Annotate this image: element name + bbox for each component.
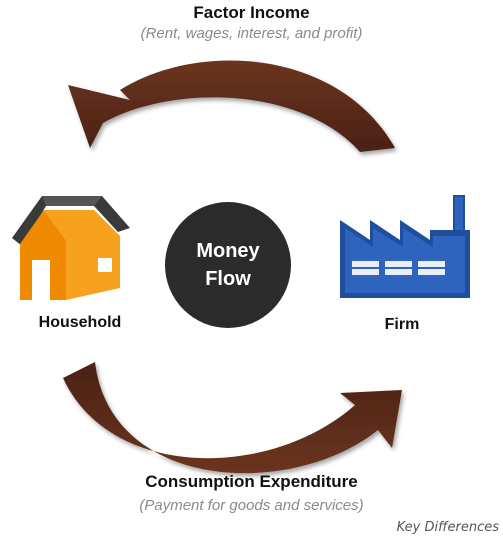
factor-income-subtitle: (Rent, wages, interest, and profit): [140, 25, 363, 42]
consumption-expenditure-subtitle: (Payment for goods and services): [139, 497, 364, 514]
consumption-expenditure-arrow: [63, 362, 402, 474]
money-flow-circle: Money Flow: [165, 202, 291, 328]
money-flow-line2: Flow: [205, 268, 251, 290]
consumption-expenditure-title: Consumption Expenditure: [145, 472, 358, 491]
factory-icon: [340, 195, 470, 298]
household-label: Household: [38, 314, 122, 331]
firm-label: Firm: [384, 316, 420, 333]
factor-income-title: Factor Income: [193, 3, 310, 22]
factor-income-arrow: [68, 60, 395, 152]
watermark: Key Differences: [396, 520, 499, 535]
money-flow-line1: Money: [196, 240, 260, 262]
house-icon: [12, 196, 130, 300]
